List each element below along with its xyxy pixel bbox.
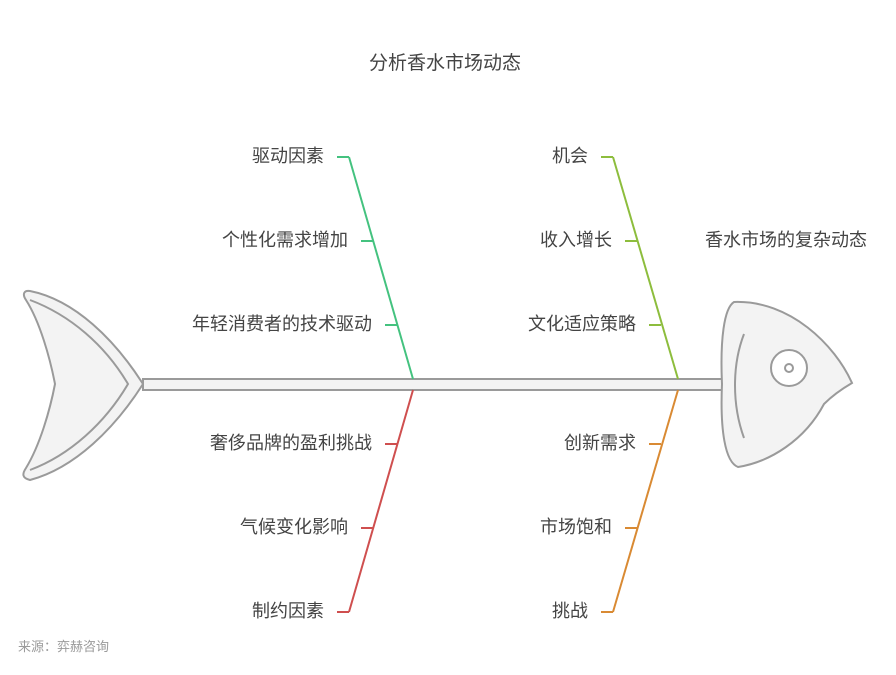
- fish-spine: [142, 378, 725, 391]
- source-note: 来源：弈赫咨询: [18, 640, 110, 655]
- fish-tail-inner: [29, 299, 130, 471]
- branch-constraints-line: [348, 389, 414, 613]
- challenge-item-1: 创新需求: [564, 433, 636, 454]
- branch-opportunities-line: [612, 156, 679, 380]
- branch-challenges-line: [612, 389, 679, 613]
- branch-drivers-title: 驱动因素: [252, 146, 324, 167]
- opportunity-item-2: 文化适应策略: [528, 314, 636, 335]
- branch-opportunities-title: 机会: [552, 146, 588, 167]
- fish-gill: [734, 333, 745, 439]
- driver-item-2: 年轻消费者的技术驱动: [192, 314, 372, 335]
- branch-challenges-title: 挑战: [552, 601, 588, 622]
- challenge-item-2: 市场饱和: [540, 517, 612, 538]
- fish-tail: [22, 289, 145, 482]
- fish-head-label: 香水市场的复杂动态: [705, 230, 867, 251]
- constraint-item-1: 奢侈品牌的盈利挑战: [210, 433, 372, 454]
- driver-item-1: 个性化需求增加: [222, 230, 348, 251]
- constraint-item-2: 气候变化影响: [240, 517, 348, 538]
- diagram-title: 分析香水市场动态: [368, 52, 521, 74]
- fish-eye-inner: [784, 363, 794, 373]
- branch-constraints-title: 制约因素: [252, 601, 324, 622]
- opportunity-item-1: 收入增长: [540, 230, 612, 251]
- branch-drivers-line: [348, 156, 414, 380]
